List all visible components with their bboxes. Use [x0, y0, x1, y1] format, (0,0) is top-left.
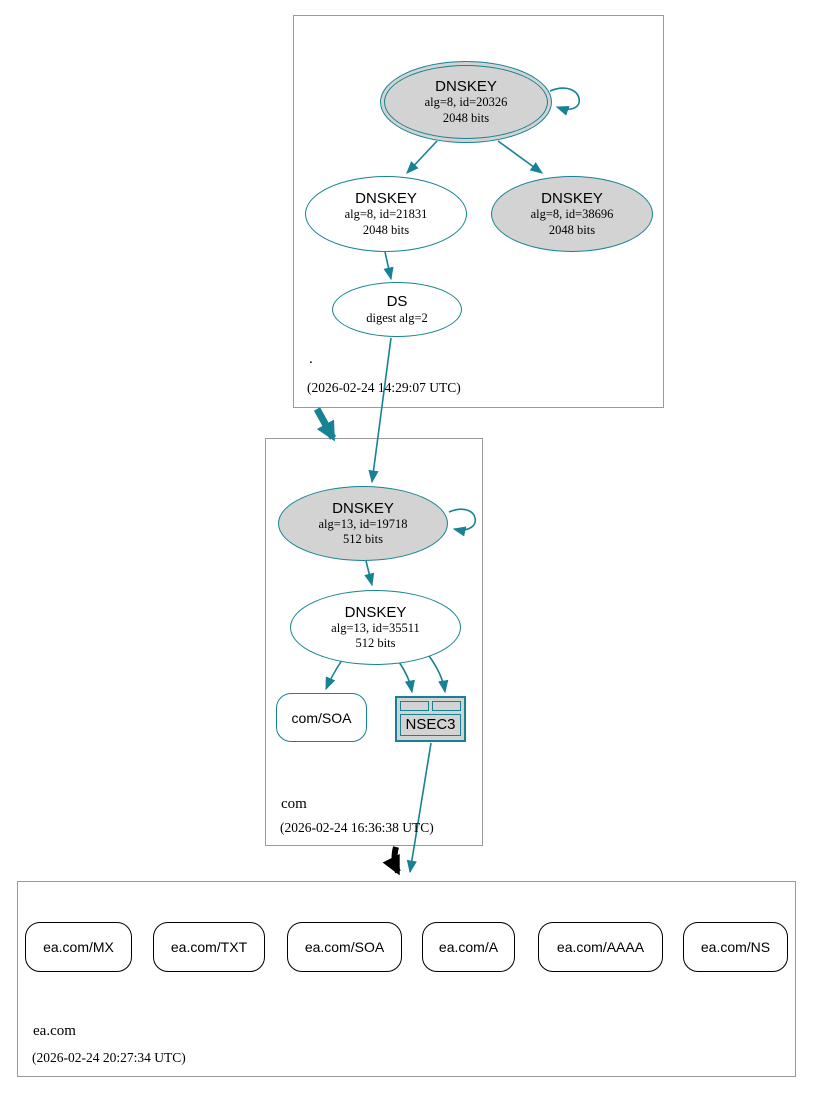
rrset-node-com-soa[interactable]: com/SOA [276, 693, 367, 742]
rrset-label: ea.com/MX [43, 939, 114, 955]
node-detail: alg=8, id=20326 [424, 95, 508, 110]
zone-box-ea-com [17, 881, 796, 1077]
nsec3-label: NSEC3 [400, 714, 461, 736]
node-detail: alg=8, id=21831 [344, 207, 428, 222]
node-title: DS [386, 293, 408, 311]
nsec3-rrsig-cells [400, 701, 461, 711]
rrset-node-ea-com-ns[interactable]: ea.com/NS [683, 922, 788, 972]
node-title: DNSKEY [541, 190, 603, 208]
rrset-node-ea-com-soa[interactable]: ea.com/SOA [287, 922, 402, 972]
rrset-label: ea.com/SOA [304, 939, 385, 955]
node-detail: 512 bits [355, 636, 396, 651]
node-detail: alg=13, id=19718 [318, 516, 408, 531]
zone-timestamp-ea-com: (2026-02-24 20:27:34 UTC) [32, 1050, 186, 1065]
zone-timestamp-root: (2026-02-24 14:29:07 UTC) [307, 380, 461, 395]
rrset-node-ea-com-aaaa[interactable]: ea.com/AAAA [538, 922, 663, 972]
rrset-label: ea.com/A [438, 939, 499, 955]
node-title: DNSKEY [355, 190, 417, 208]
rrset-label: ea.com/AAAA [556, 939, 645, 955]
nsec3-node[interactable]: NSEC3 [395, 696, 466, 742]
node-detail: alg=13, id=35511 [331, 620, 420, 635]
rrset-label: com/SOA [291, 709, 352, 726]
ds-node-root[interactable]: DS digest alg=2 [332, 282, 462, 337]
node-detail: 2048 bits [362, 222, 410, 237]
zone-label-root: . [309, 351, 313, 367]
node-title: DNSKEY [435, 78, 497, 96]
node-detail: digest alg=2 [366, 310, 428, 325]
nsec3-cell-left [400, 701, 429, 711]
zone-label-com: com [281, 796, 307, 812]
node-detail: 512 bits [343, 532, 383, 547]
rrset-label: ea.com/TXT [170, 939, 248, 955]
node-detail: 2048 bits [442, 110, 490, 125]
rrset-label: ea.com/NS [700, 939, 771, 955]
rrset-node-ea-com-txt[interactable]: ea.com/TXT [153, 922, 265, 972]
rrset-node-ea-com-a[interactable]: ea.com/A [422, 922, 515, 972]
zone-timestamp-com: (2026-02-24 16:36:38 UTC) [280, 820, 434, 835]
nsec3-cell-right [432, 701, 461, 711]
rrset-node-ea-com-mx[interactable]: ea.com/MX [25, 922, 132, 972]
delegation-arrow-root-to-com [313, 407, 337, 442]
node-detail: 2048 bits [548, 222, 596, 237]
zone-label-ea-com: ea.com [33, 1023, 76, 1039]
node-title: DNSKEY [332, 499, 394, 517]
dnskey-node-com-ksk[interactable]: DNSKEY alg=13, id=19718 512 bits [278, 486, 448, 561]
dnskey-node-root-ksk[interactable]: DNSKEY alg=8, id=20326 2048 bits [380, 61, 552, 143]
node-detail: alg=8, id=38696 [530, 207, 614, 222]
dnskey-node-root-key3[interactable]: DNSKEY alg=8, id=38696 2048 bits [491, 176, 653, 252]
dnskey-node-root-zsk[interactable]: DNSKEY alg=8, id=21831 2048 bits [305, 176, 467, 252]
node-title: DNSKEY [344, 603, 407, 621]
zone-box-root [293, 15, 664, 408]
delegation-arrow-com-to-ea-com [382, 846, 401, 876]
dnskey-node-com-zsk[interactable]: DNSKEY alg=13, id=35511 512 bits [290, 590, 461, 665]
